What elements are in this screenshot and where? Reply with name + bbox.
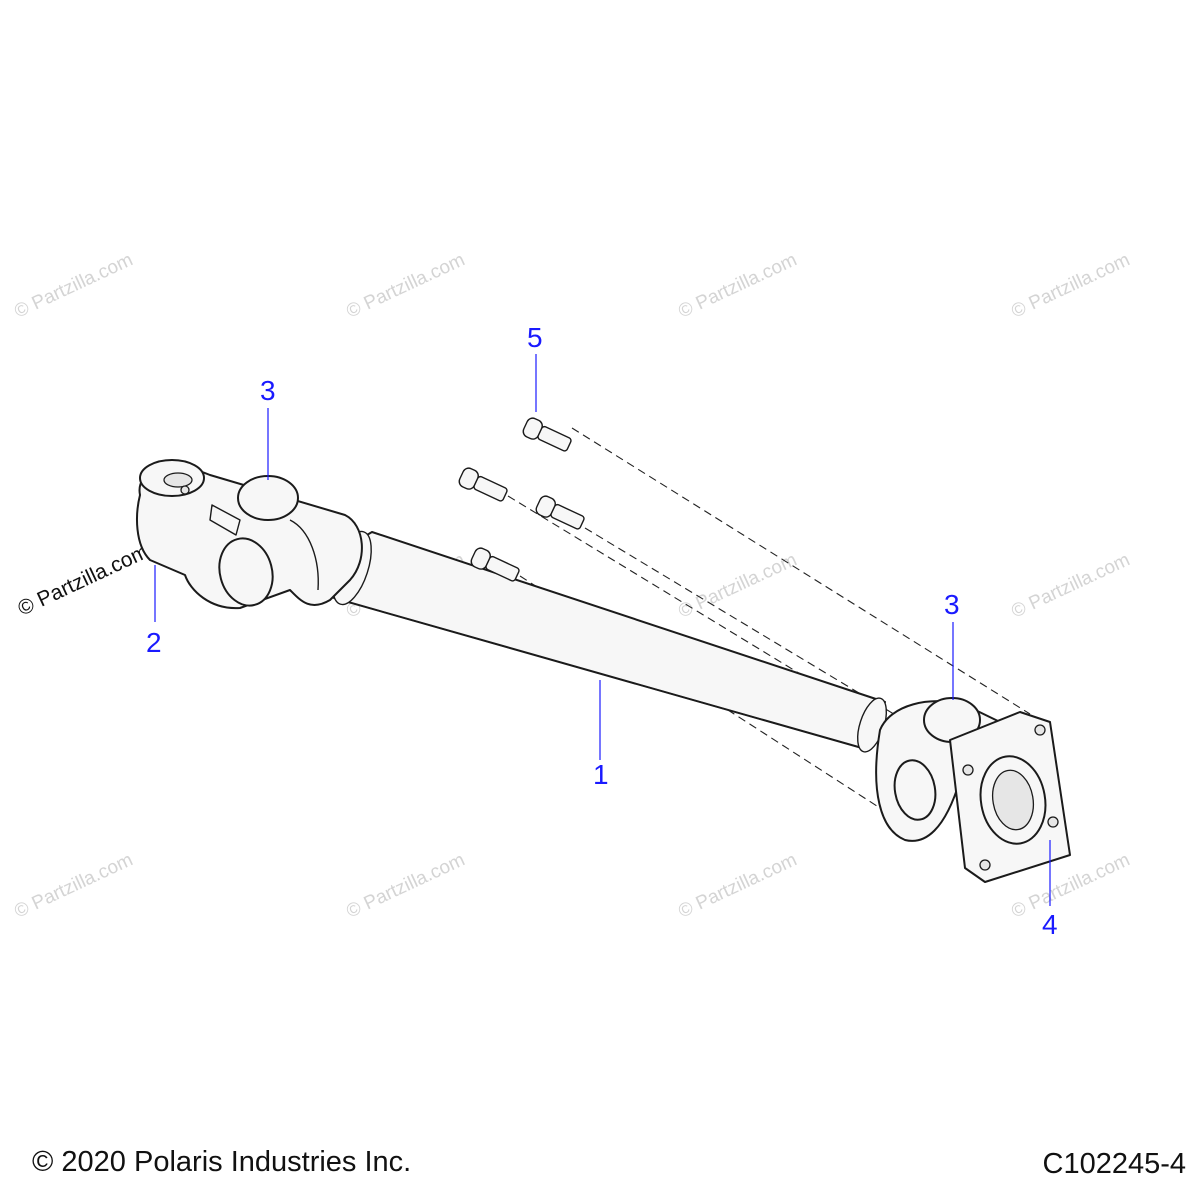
watermark: © Partzilla.com [1008,549,1133,622]
drive-shaft-tube [332,530,888,753]
leader-lines [154,354,1051,906]
watermark: © Partzilla.com [675,549,800,622]
drawing-code: C102245-4 [1042,1148,1187,1180]
watermark: © Partzilla.com [1008,249,1133,322]
watermark-overlay: © Partzilla.com [14,540,152,621]
bolt [535,495,585,530]
bolt [470,547,520,582]
watermark: © Partzilla.com [343,249,468,322]
left-yoke-assembly [136,459,363,610]
bolt [458,467,508,502]
watermark: © Partzilla.com [11,249,136,322]
copyright-text: © 2020 Polaris Industries Inc. [32,1146,412,1178]
watermark: © Partzilla.com [11,849,136,922]
callout-3-right: 3 [944,589,960,620]
callout-4: 4 [1042,909,1058,940]
callouts: 1 2 3 3 4 5 [146,322,1058,940]
callout-1: 1 [593,759,609,790]
callout-2: 2 [146,627,162,658]
watermark: © Partzilla.com [675,249,800,322]
watermark: © Partzilla.com [675,849,800,922]
right-yoke-flange-assembly [875,697,1071,883]
callout-3-left: 3 [260,375,276,406]
watermark: © Partzilla.com [343,849,468,922]
bolt [522,417,572,452]
callout-5: 5 [527,322,543,353]
